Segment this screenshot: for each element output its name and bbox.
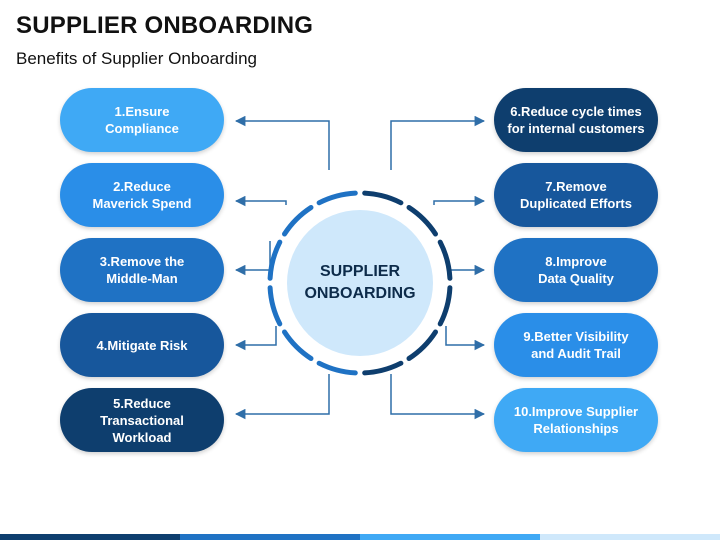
benefit-label-8: 8.Improve Data Quality [538,254,614,286]
connector-arrow [234,195,287,207]
benefit-label-1: 1.Ensure Compliance [105,104,179,136]
ring-segment [282,205,314,237]
connector-arrow [390,115,486,170]
connector-arrow [234,115,330,170]
connector-arrow [445,326,486,351]
benefit-pill-6: 6.Reduce cycle times for internal custom… [494,88,658,152]
bottom-bar-segment [180,534,360,540]
bottom-bar-segment [0,534,180,540]
ring-segment [406,205,438,237]
benefit-pill-1: 1.Ensure Compliance [60,88,224,152]
connector-arrow [234,374,330,420]
ring-segment [267,285,283,327]
ring-segment [437,285,453,327]
benefit-pill-5: 5.Reduce Transactional Workload [60,388,224,452]
benefit-label-3: 3.Remove the Middle-Man [99,254,185,286]
ring-segment [316,360,358,376]
ring-segment [362,360,404,376]
benefit-pill-10: 10.Improve Supplier Relationships [494,388,658,452]
connector-arrow [234,241,271,276]
ring-segment [316,190,358,206]
connector-lines [234,115,486,420]
benefit-label-7: 7.Remove Duplicated Efforts [520,179,632,211]
ring-segment [406,329,438,361]
connector-arrow [234,326,277,351]
benefit-pill-9: 9.Better Visibility and Audit Trail [494,313,658,377]
benefit-label-5: 5.Reduce Transactional Workload [100,395,184,445]
benefit-label-6: 6.Reduce cycle times for internal custom… [507,104,645,136]
page-title: SUPPLIER ONBOARDING [16,12,314,39]
bottom-bar-segment [360,534,540,540]
ring-segment [282,329,314,361]
benefit-label-2: 2.Reduce Maverick Spend [92,179,192,211]
ring-segment [267,239,283,281]
bottom-bar-segment [540,534,720,540]
connector-arrow [433,195,486,207]
ring-segment [362,190,404,206]
benefit-pill-3: 3.Remove the Middle-Man [60,238,224,302]
ring-segment [437,239,453,281]
benefit-label-9: 9.Better Visibility and Audit Trail [523,329,629,361]
benefit-label-10: 10.Improve Supplier Relationships [513,404,639,436]
center-label: SUPPLIER ONBOARDING [304,263,416,302]
center-circle [287,210,433,356]
bottom-color-bar [0,534,720,540]
benefit-pill-7: 7.Remove Duplicated Efforts [494,163,658,227]
connector-arrow [390,374,486,420]
benefit-label-4: 4.Mitigate Risk [96,337,188,353]
benefit-pill-4: 4.Mitigate Risk [60,313,224,377]
benefit-pill-2: 2.Reduce Maverick Spend [60,163,224,227]
page-subtitle: Benefits of Supplier Onboarding [16,49,257,68]
benefit-pill-8: 8.Improve Data Quality [494,238,658,302]
outer-segmented-ring [267,190,453,376]
